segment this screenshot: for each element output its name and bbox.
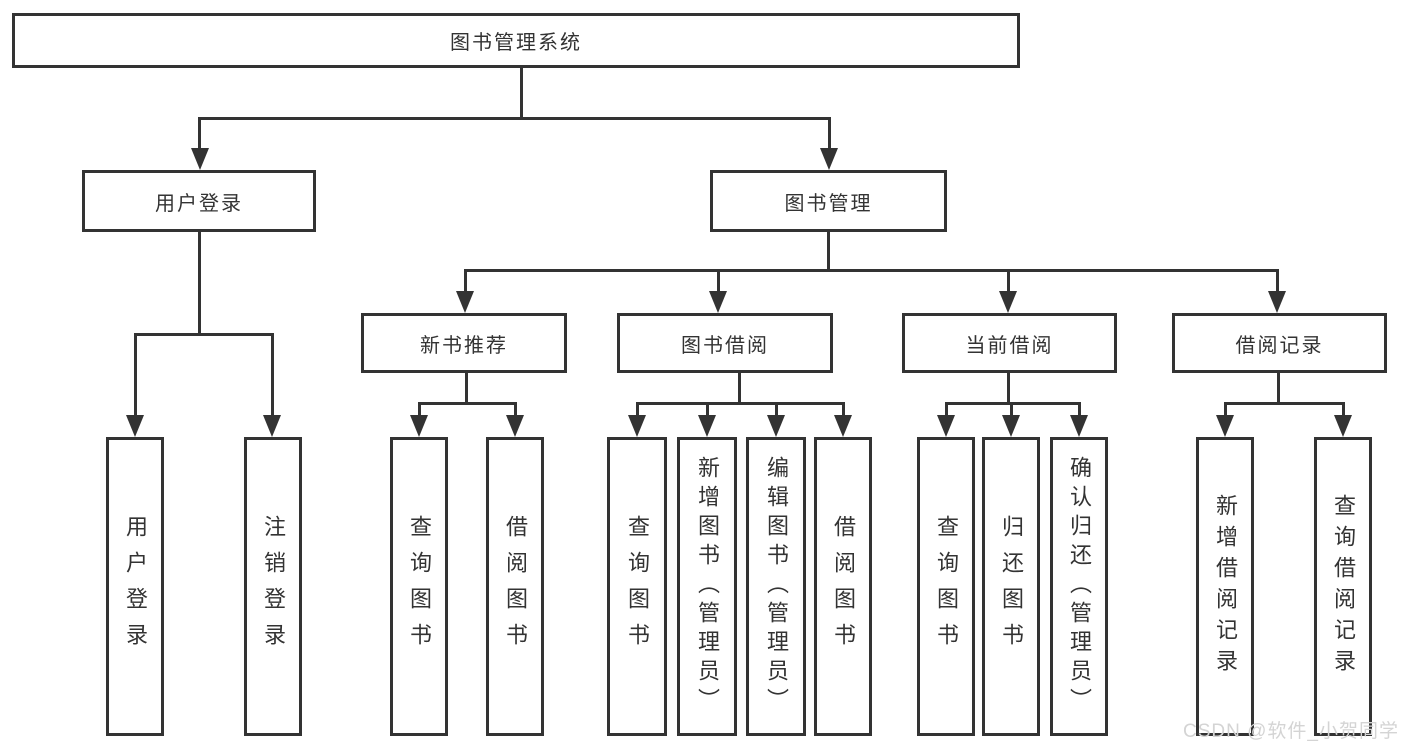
node-book-management: 图书管理 [710,170,947,232]
leaf-label: 确认归还（管理员） [1067,456,1092,717]
arrow-down-icon [1334,415,1352,437]
leaf-query-books-borrow: 查询图书 [607,437,667,736]
leaf-label: 查询图书 [625,514,650,659]
connector-stub [464,269,467,295]
leaf-edit-book-admin: 编辑图书（管理员） [746,437,806,736]
connector-stub [514,402,517,417]
connector-stub [1007,269,1010,295]
leaf-user-login: 用户登录 [106,437,164,736]
leaf-label: 注销登录 [261,514,286,659]
connector-stub [717,269,720,295]
node-borrow-records: 借阅记录 [1172,313,1387,373]
leaf-borrow-books-recommend: 借阅图书 [486,437,544,736]
connector-borrow-horizontal [636,402,844,405]
node-root-label: 图书管理系统 [450,32,582,54]
arrow-down-icon [834,415,852,437]
arrow-down-icon [937,415,955,437]
connector-stub [1342,402,1345,417]
connector-stub [706,402,709,417]
leaf-borrow-books-borrow: 借阅图书 [814,437,872,736]
node-root: 图书管理系统 [12,13,1020,68]
connector-stub [775,402,778,417]
connector-level3-horizontal [464,269,1279,272]
connector-userlogin-horizontal [134,333,274,336]
leaf-label: 查询借阅记录 [1331,493,1356,680]
arrow-down-icon [709,291,727,313]
connector-records-down [1277,373,1280,404]
leaf-label: 归还图书 [999,514,1024,659]
connector-stub [636,402,639,417]
arrow-down-icon [456,291,474,313]
node-book-borrow: 图书借阅 [617,313,833,373]
connector-stub [945,402,948,417]
node-label: 当前借阅 [965,334,1054,357]
arrow-down-icon [1070,415,1088,437]
leaf-query-borrow-record: 查询借阅记录 [1314,437,1372,736]
leaf-label: 借阅图书 [503,514,528,659]
connector-records-horizontal [1224,402,1345,405]
leaf-label: 新增借阅记录 [1213,493,1238,680]
node-current-borrow: 当前借阅 [902,313,1117,373]
leaf-query-books-recommend: 查询图书 [390,437,448,736]
connector-bookmgmt-down [827,232,830,271]
connector-borrow-down [738,373,741,404]
connector-current-horizontal [945,402,1081,405]
arrow-down-icon [1268,291,1286,313]
node-label: 图书借阅 [681,334,769,357]
connector-stub [1224,402,1227,417]
arrow-down-icon [698,415,716,437]
leaf-add-borrow-record: 新增借阅记录 [1196,437,1254,736]
leaf-label: 新增图书（管理员） [695,456,720,717]
leaf-add-book-admin: 新增图书（管理员） [677,437,737,736]
arrow-down-icon [126,415,144,437]
leaf-return-book: 归还图书 [982,437,1040,736]
leaf-label: 查询图书 [407,514,432,659]
connector-root-down [520,68,523,119]
node-label: 用户登录 [155,192,243,215]
node-new-book-recommend: 新书推荐 [361,313,567,373]
arrow-down-icon [191,148,209,170]
connector-stub [1276,269,1279,295]
leaf-label: 用户登录 [123,514,148,659]
node-user-login: 用户登录 [82,170,316,232]
connector-level1-horizontal [198,117,831,120]
connector-stub [271,333,274,417]
arrow-down-icon [1002,415,1020,437]
arrow-down-icon [410,415,428,437]
connector-stub [134,333,137,417]
connector-stub [842,402,845,417]
connector-userlogin-down [198,232,201,336]
connector-recommend-down [465,373,468,404]
leaf-label: 查询图书 [934,514,959,659]
node-label: 新书推荐 [420,334,508,357]
arrow-down-icon [506,415,524,437]
connector-current-down [1007,373,1010,404]
node-label: 借阅记录 [1235,334,1324,357]
connector-stub [198,117,201,157]
node-label: 图书管理 [784,192,873,215]
arrow-down-icon [263,415,281,437]
arrow-down-icon [767,415,785,437]
leaf-confirm-return-admin: 确认归还（管理员） [1050,437,1108,736]
arrow-down-icon [628,415,646,437]
connector-stub [418,402,421,417]
connector-stub [828,117,831,157]
leaf-logout: 注销登录 [244,437,302,736]
arrow-down-icon [820,148,838,170]
leaf-label: 编辑图书（管理员） [764,456,789,717]
connector-stub [1078,402,1081,417]
leaf-label: 借阅图书 [831,514,856,659]
connector-stub [1010,402,1013,417]
connector-recommend-horizontal [418,402,517,405]
arrow-down-icon [999,291,1017,313]
leaf-query-books-current: 查询图书 [917,437,975,736]
arrow-down-icon [1216,415,1234,437]
